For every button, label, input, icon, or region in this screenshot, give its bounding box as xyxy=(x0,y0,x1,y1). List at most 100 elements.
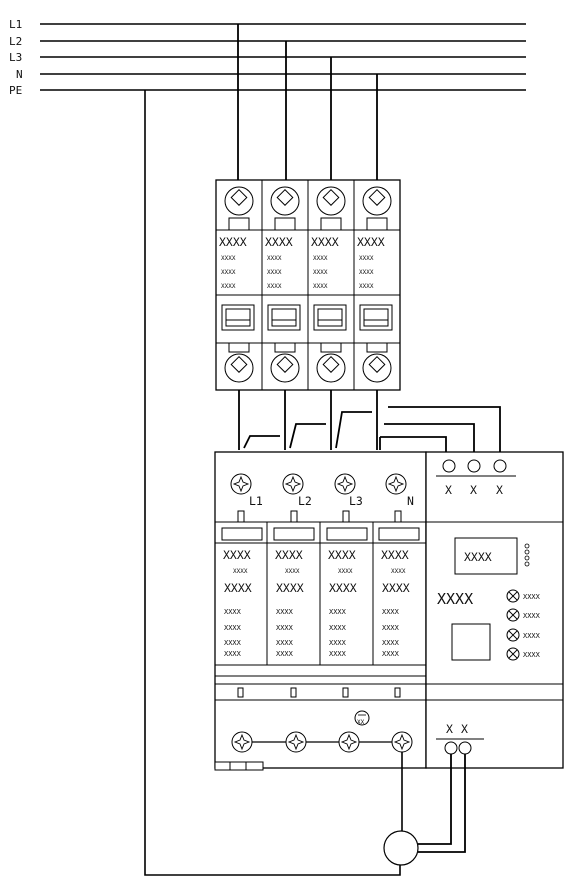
spd-bottom-terminal[interactable] xyxy=(285,731,307,753)
spd-terminal-l2[interactable] xyxy=(282,473,304,495)
interconnect-wires xyxy=(238,390,501,455)
spd-terminal-label: L2 xyxy=(298,494,312,508)
breaker-pole: XXXX XXXX XXXX XXXX xyxy=(265,186,301,383)
ground-mark-icon: XX xyxy=(354,710,370,726)
spd-module-line: XXXX xyxy=(329,650,347,658)
spd-terminal-l3[interactable] xyxy=(334,473,356,495)
spd-module: XXXX XXXX XXXX XXXX XXXX XXXX XXXX xyxy=(381,548,410,658)
spd-module-line: XXXX xyxy=(276,650,294,658)
spd-module-line: XXXX xyxy=(382,624,400,632)
breaker-pole-title: XXXX xyxy=(265,235,293,249)
spd-module: XXXX XXXX XXXX XXXX XXXX XXXX XXXX xyxy=(223,548,252,658)
spd-module-line: XXXX xyxy=(224,624,242,632)
monitor-bottom-terminal-label: X xyxy=(461,722,468,736)
surge-protector: L1 L2 L3 N XXXX XXXX XXXX XXXX XXXX XXXX… xyxy=(214,451,427,771)
spd-module: XXXX XXXX XXXX XXXX XXXX XXXX XXXX xyxy=(275,548,304,658)
spd-module-sub: XXXX xyxy=(233,568,248,575)
monitor-panel xyxy=(451,623,491,661)
spd-module-line: XXXX xyxy=(224,608,242,616)
spd-module-sub: XXXX xyxy=(338,568,353,575)
breaker-pole-line: XXXX xyxy=(267,269,282,276)
breaker-bottom-terminal[interactable] xyxy=(362,353,392,383)
spd-bottom-terminal[interactable] xyxy=(391,731,413,753)
breaker-pole-title: XXXX xyxy=(311,235,339,249)
breaker-top-terminal[interactable] xyxy=(224,186,254,216)
breaker-bottom-terminal[interactable] xyxy=(270,353,300,383)
monitor-top-terminal-label: X xyxy=(496,483,503,497)
indicator-label: XXXX xyxy=(523,612,541,620)
spd-module-line: XXXX xyxy=(224,639,242,647)
spd-module-code: XXXX xyxy=(276,581,304,595)
spd-terminal-label: L3 xyxy=(349,494,363,508)
indicator-lamp-icon xyxy=(506,647,520,661)
breaker-bottom-terminal[interactable] xyxy=(316,353,346,383)
bus-label-l2: L2 xyxy=(9,35,22,48)
monitor-bottom-terminal-label: X xyxy=(446,722,453,736)
current-sensor-icon xyxy=(383,830,419,866)
breaker-top-terminal[interactable] xyxy=(270,186,300,216)
indicator-label: XXXX xyxy=(523,651,541,659)
spd-module-line: XXXX xyxy=(224,650,242,658)
monitor-module: X X X XXXX XXXX XXXX XXXX xyxy=(425,451,564,769)
breaker-pole: XXXX XXXX XXXX XXXX xyxy=(219,186,255,383)
breaker-pole-line: XXXX xyxy=(313,269,328,276)
spd-terminal-label: L1 xyxy=(249,494,263,508)
monitor-top-terminal-label: X xyxy=(470,483,477,497)
monitor-top-terminal[interactable] xyxy=(493,459,507,473)
breaker-pole-line: XXXX xyxy=(267,283,282,290)
breaker-pole-line: XXXX xyxy=(221,269,236,276)
breaker-top-terminal[interactable] xyxy=(316,186,346,216)
bus-bars xyxy=(40,23,526,91)
spd-module-sub: XXXX xyxy=(285,568,300,575)
indicator-label: XXXX xyxy=(523,593,541,601)
monitor-display xyxy=(454,537,518,575)
bus-label-pe: PE xyxy=(9,84,22,97)
spd-module-line: XXXX xyxy=(276,624,294,632)
breaker-pole-line: XXXX xyxy=(267,255,282,262)
breaker-toggle[interactable] xyxy=(267,304,301,331)
spd-bottom-terminal[interactable] xyxy=(338,731,360,753)
breaker-top-terminal[interactable] xyxy=(362,186,392,216)
ground-mark-label: XX xyxy=(357,719,365,726)
spd-module-sub: XXXX xyxy=(391,568,406,575)
sensor-wires xyxy=(418,754,466,853)
breaker-pole-line: XXXX xyxy=(313,283,328,290)
spd-module-line: XXXX xyxy=(329,624,347,632)
spd-bottom-terminal[interactable] xyxy=(231,731,253,753)
spd-terminal-l1[interactable] xyxy=(230,473,252,495)
indicator-label: XXXX xyxy=(523,632,541,640)
monitor-top-terminal[interactable] xyxy=(467,459,481,473)
breaker-toggle[interactable] xyxy=(313,304,347,331)
monitor-top-terminal-label: X xyxy=(445,483,452,497)
breaker-toggle[interactable] xyxy=(359,304,393,331)
spd-module-line: XXXX xyxy=(276,608,294,616)
breaker-pole-title: XXXX xyxy=(357,235,385,249)
spd-module-line: XXXX xyxy=(382,650,400,658)
indicator-lamp-icon xyxy=(506,608,520,622)
spd-module-code: XXXX xyxy=(224,581,252,595)
spd-module-line: XXXX xyxy=(382,608,400,616)
monitor-model: XXXX xyxy=(437,590,473,608)
bus-label-n: N xyxy=(16,68,23,81)
breaker-pole-line: XXXX xyxy=(313,255,328,262)
breaker-pole-line: XXXX xyxy=(359,283,374,290)
spd-module-title: XXXX xyxy=(275,548,303,562)
breaker-pole: XXXX XXXX XXXX XXXX xyxy=(357,186,393,383)
monitor-top-terminal[interactable] xyxy=(442,459,456,473)
breaker-pole-line: XXXX xyxy=(221,255,236,262)
spd-terminal-n[interactable] xyxy=(385,473,407,495)
pe-ground-wire xyxy=(144,90,401,876)
feed-wires xyxy=(237,24,378,180)
led-column-icon xyxy=(524,543,530,567)
spd-module-title: XXXX xyxy=(223,548,251,562)
breaker-pole-line: XXXX xyxy=(359,269,374,276)
bus-label-l3: L3 xyxy=(9,51,22,64)
breaker-toggle[interactable] xyxy=(221,304,255,331)
bus-labels: L1 L2 L3 N PE xyxy=(9,18,23,97)
indicator-lamp-icon xyxy=(506,589,520,603)
spd-module-line: XXXX xyxy=(329,608,347,616)
breaker-bottom-terminal[interactable] xyxy=(224,353,254,383)
spd-module-code: XXXX xyxy=(382,581,410,595)
spd-module-code: XXXX xyxy=(329,581,357,595)
